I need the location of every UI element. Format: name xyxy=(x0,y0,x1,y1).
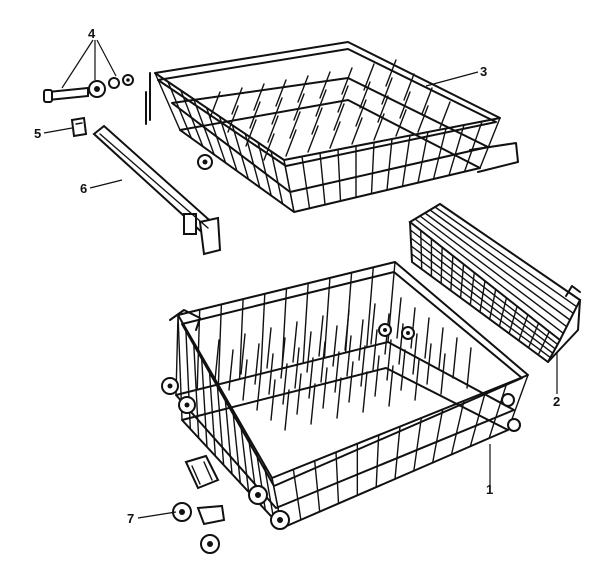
silverware-basket xyxy=(408,202,582,363)
callout-2: 2 xyxy=(553,394,560,409)
callout-3: 3 xyxy=(480,64,487,79)
rack-rail xyxy=(92,124,222,256)
upper-rack xyxy=(145,41,519,213)
callout-6: 6 xyxy=(80,181,87,196)
rail-clip xyxy=(70,116,88,138)
lower-rack xyxy=(161,261,529,530)
callout-5: 5 xyxy=(34,126,41,141)
callout-4: 4 xyxy=(88,26,96,41)
lower-rack-roller-set xyxy=(172,454,226,554)
leader-lines xyxy=(43,39,558,519)
callout-7: 7 xyxy=(127,511,134,526)
callout-1: 1 xyxy=(486,482,493,497)
roller-axle-assembly xyxy=(43,74,134,103)
